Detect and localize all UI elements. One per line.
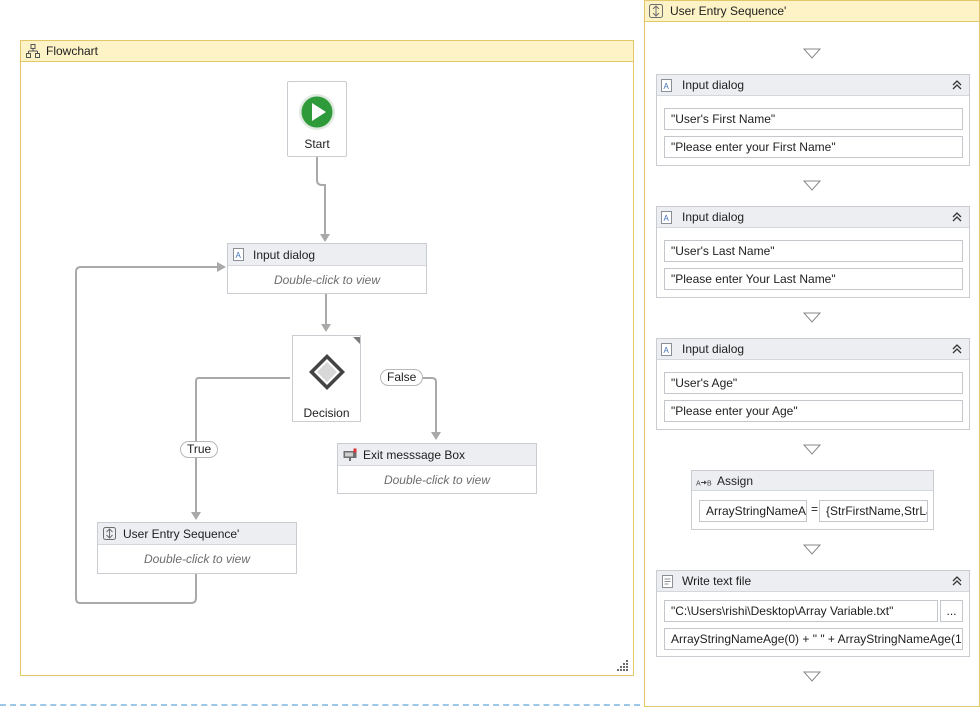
write-text-file-title: Write text file [682,574,752,588]
collapse-icon[interactable] [951,343,963,355]
svg-text:A: A [236,251,242,260]
decision-node[interactable]: Decision [292,335,361,422]
sequence-header[interactable]: User Entry Sequence' [645,1,979,22]
input-dialog-header[interactable]: A Input dialog [657,207,969,228]
true-branch-label[interactable]: True [180,441,219,458]
text-field[interactable]: ArrayStringNameAge(0) + " " + ArrayStrin… [664,628,963,650]
user-entry-sequence-hint: Double-click to view [143,552,251,566]
title-field[interactable]: "User's Age" [664,372,963,394]
label-field[interactable]: "Please enter your Age" [664,400,963,422]
start-node[interactable]: Start [287,81,347,157]
user-entry-sequence-title: User Entry Sequence' [123,527,240,541]
file-path-field[interactable]: "C:\Users\rishi\Desktop\Array Variable.t… [664,600,938,622]
input-dialog-title: Input dialog [682,210,745,224]
assign-title: Assign [717,474,754,488]
input-dialog-hint: Double-click to view [273,273,381,287]
drop-indicator-icon[interactable] [803,180,821,192]
svg-text:A: A [664,214,670,223]
decision-label: Decision [303,406,350,420]
drop-indicator-icon[interactable] [803,671,821,683]
label-field[interactable]: "Please enter your First Name" [664,136,963,158]
input-dialog-header[interactable]: A Input dialog [228,244,426,266]
corner-marker-icon [353,337,360,344]
write-text-icon [662,575,673,588]
svg-text:B: B [707,481,712,488]
assign-header[interactable]: A B Assign [692,471,933,491]
drop-indicator-icon[interactable] [803,444,821,456]
input-dialog-header[interactable]: A Input dialog [657,339,969,360]
title-field[interactable]: "User's Last Name" [664,240,963,262]
flowchart-icon [26,44,40,58]
input-dialog-title: Input dialog [253,248,316,262]
drop-indicator-icon[interactable] [803,544,821,556]
sequence-icon [649,4,663,18]
input-dialog-icon: A [661,343,672,356]
exit-message-box-title: Exit messsage Box [363,448,466,462]
play-icon [299,94,335,130]
false-branch-label[interactable]: False [380,369,424,386]
assign-activity[interactable]: A B Assign ArrayStringNameA = {StrFirstN… [691,470,934,530]
input-dialog-title: Input dialog [682,342,745,356]
write-text-file-header[interactable]: Write text file [657,571,969,592]
resize-grip-icon[interactable] [617,659,629,671]
collapse-icon[interactable] [951,575,963,587]
write-text-file-activity[interactable]: Write text file "C:\Users\rishi\Desktop\… [656,570,970,657]
bottom-separator [0,704,640,707]
user-entry-sequence-header[interactable]: User Entry Sequence' [98,523,296,545]
sequence-container[interactable]: User Entry Sequence' A Input dialog "Use… [644,0,980,707]
drop-indicator-icon[interactable] [803,48,821,60]
assign-value-field[interactable]: {StrFirstName,StrLa [819,500,928,522]
exit-message-box-header[interactable]: Exit messsage Box [338,444,536,466]
assign-to-field[interactable]: ArrayStringNameA [699,500,807,522]
input-dialog-last-name[interactable]: A Input dialog "User's Last Name" "Pleas… [656,206,970,298]
message-box-icon [343,448,357,461]
input-dialog-title: Input dialog [682,78,745,92]
flowchart-title: Flowchart [46,44,99,58]
input-dialog-header[interactable]: A Input dialog [657,75,969,96]
exit-message-box-activity[interactable]: Exit messsage Box Double-click to view [337,443,537,494]
label-field[interactable]: "Please enter Your Last Name" [664,268,963,290]
input-dialog-icon: A [661,211,672,224]
sequence-icon [103,527,116,540]
svg-text:A: A [664,82,670,91]
browse-button[interactable]: ... [940,600,963,622]
input-dialog-first-name[interactable]: A Input dialog "User's First Name" "Plea… [656,74,970,166]
svg-text:A: A [664,346,670,355]
input-dialog-icon: A [661,79,672,92]
input-dialog-icon: A [233,248,244,261]
start-label: Start [304,137,330,151]
collapse-icon[interactable] [951,211,963,223]
assign-equals-sign: = [811,502,819,516]
user-entry-sequence-activity[interactable]: User Entry Sequence' Double-click to vie… [97,522,297,574]
input-dialog-age[interactable]: A Input dialog "User's Age" "Please ente… [656,338,970,430]
input-dialog-activity[interactable]: A Input dialog Double-click to view [227,243,427,294]
flowchart-header[interactable]: Flowchart [21,41,633,62]
sequence-title: User Entry Sequence' [670,4,787,18]
title-field[interactable]: "User's First Name" [664,108,963,130]
svg-text:A: A [696,481,701,488]
drop-indicator-icon[interactable] [803,312,821,324]
decision-diamond-icon [309,354,345,390]
assign-icon: A B [696,480,712,488]
exit-message-box-hint: Double-click to view [383,473,491,487]
collapse-icon[interactable] [951,79,963,91]
